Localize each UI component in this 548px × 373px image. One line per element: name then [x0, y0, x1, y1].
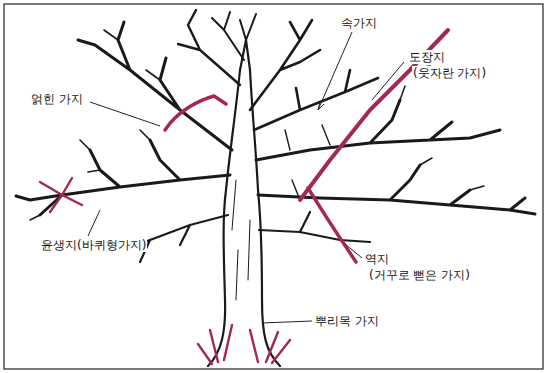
branch-label: 도장지 [408, 50, 446, 64]
branch-label: 얽힌 가지 [30, 92, 84, 106]
branch-note: (웃자란 가지) [412, 66, 487, 80]
branch-label: 역지 [364, 252, 390, 266]
branch-label: 윤생지(바퀴형가지) [40, 238, 147, 252]
branch-label: 속가지 [340, 16, 378, 30]
branch-label: 뿌리목 가지 [314, 314, 380, 328]
branch-note: (거꾸로 뻗은 가지) [368, 268, 471, 282]
